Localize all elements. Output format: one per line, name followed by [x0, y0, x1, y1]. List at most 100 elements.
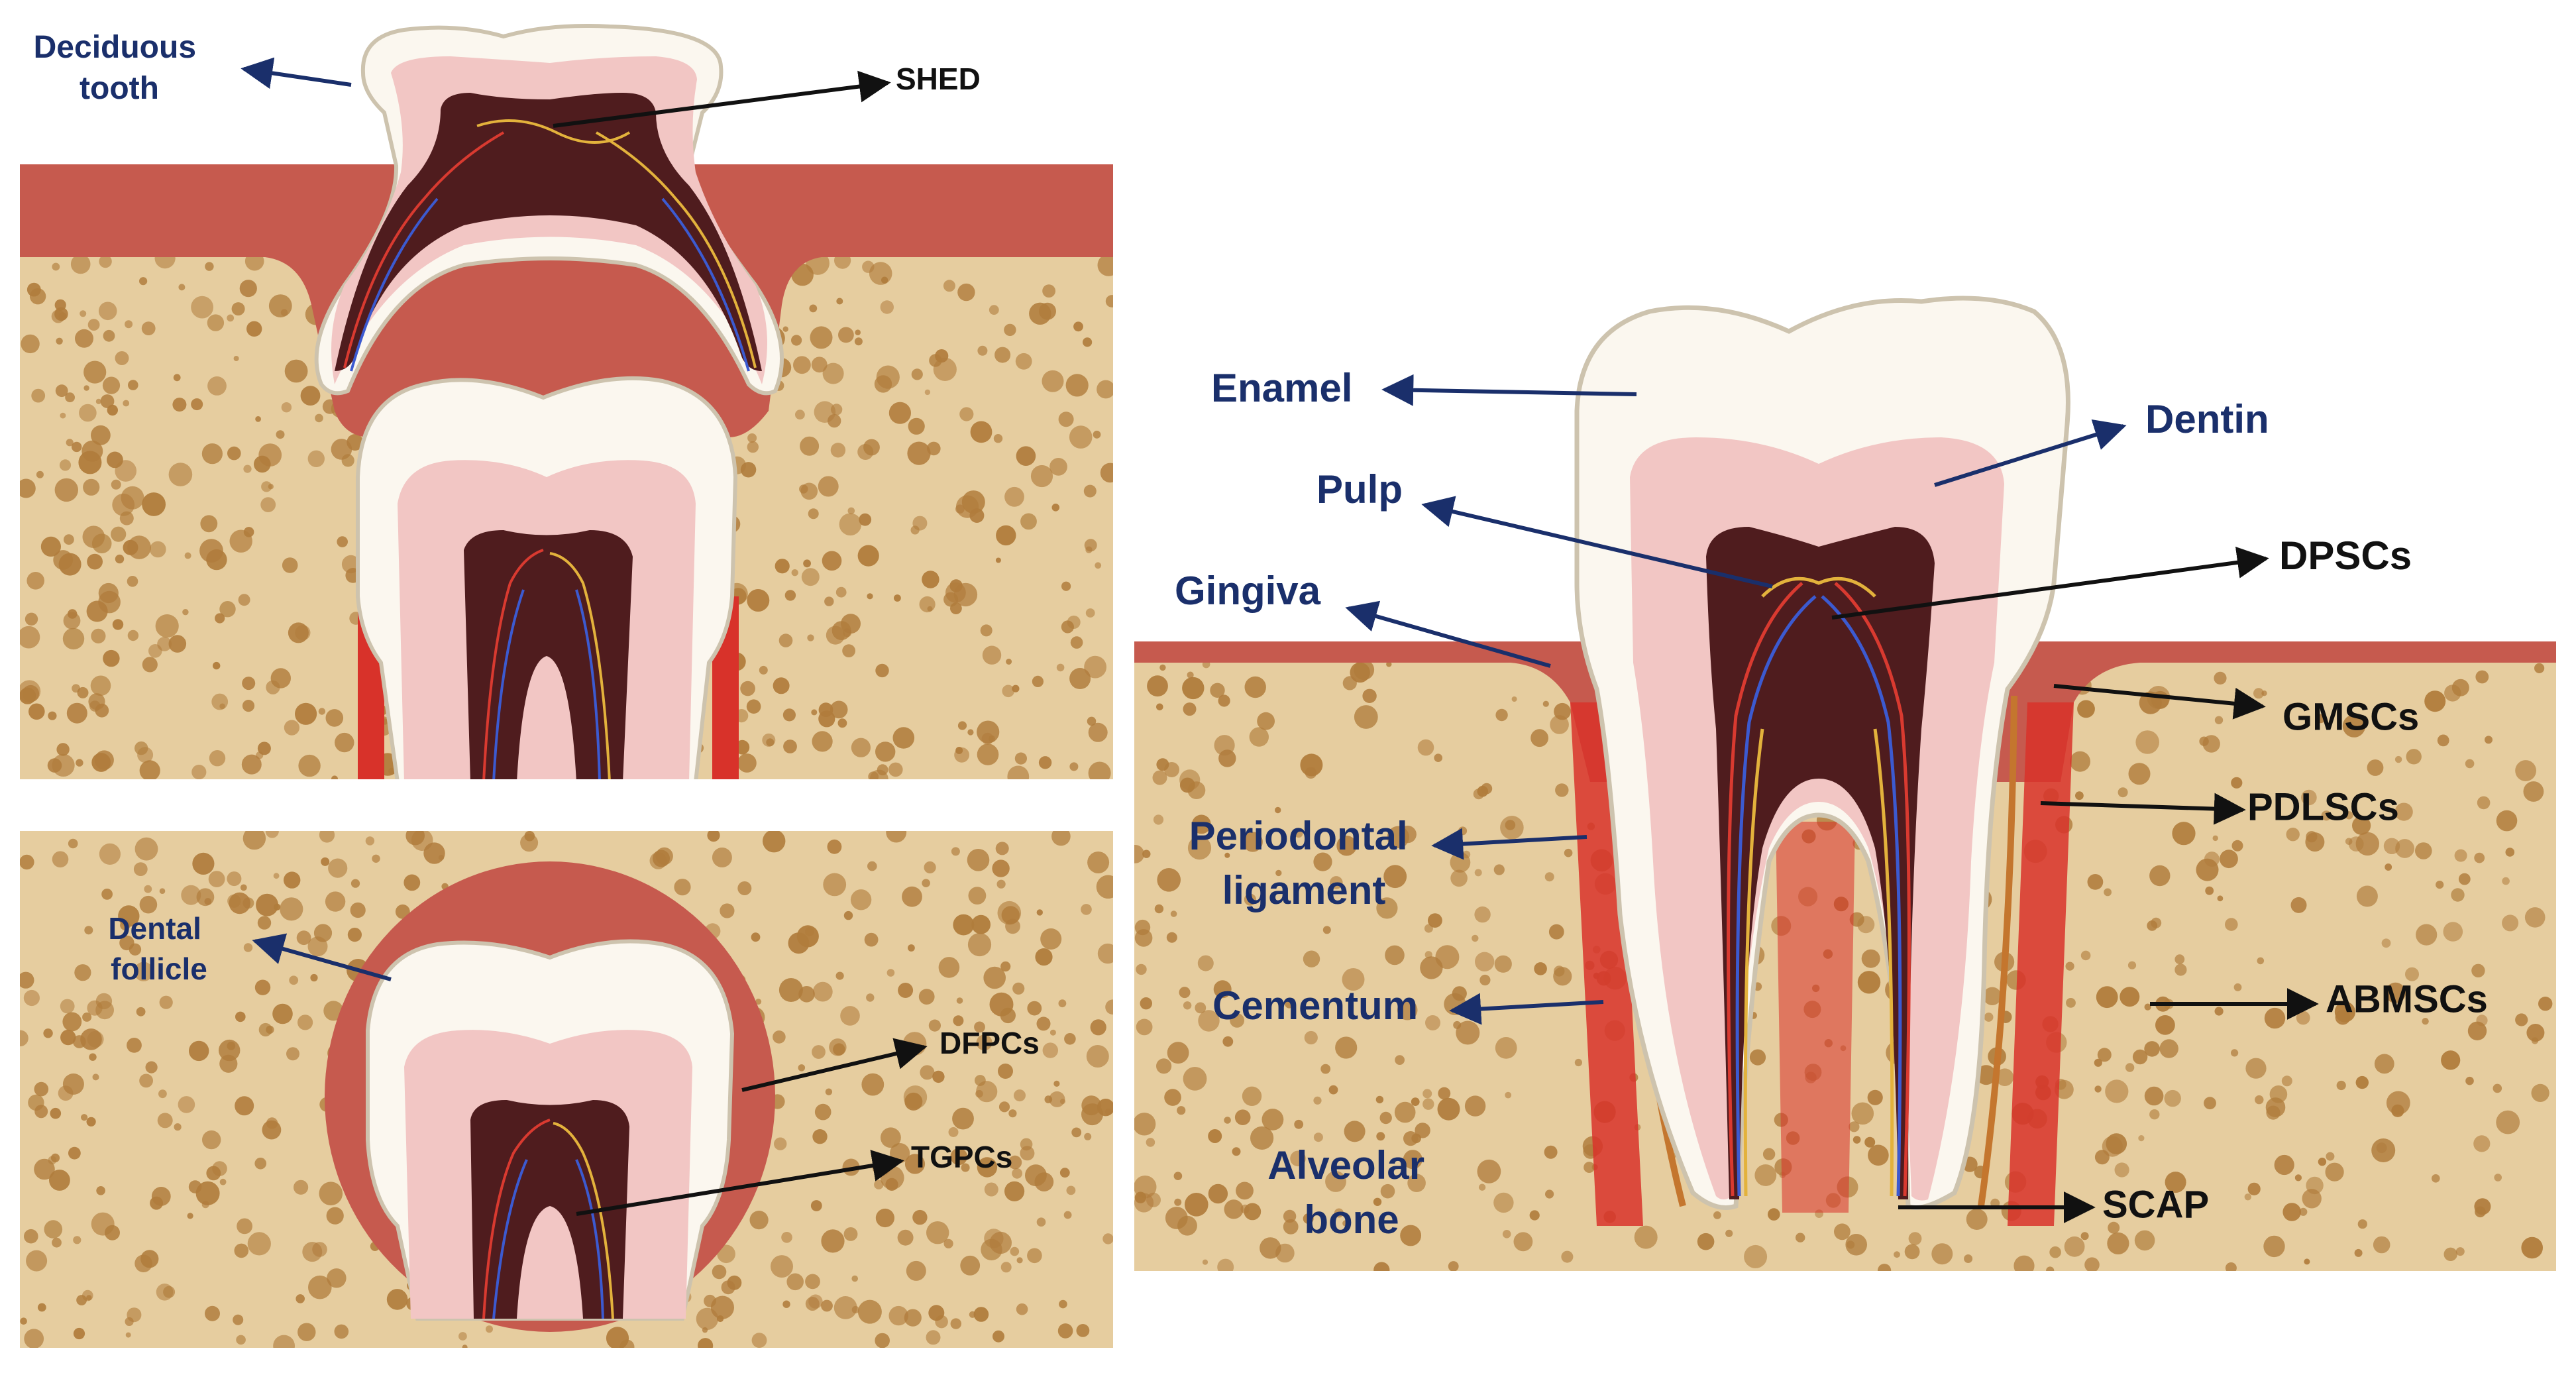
bone-speckle	[20, 687, 36, 704]
bone-speckle	[191, 296, 213, 319]
bone-speckle	[876, 365, 900, 389]
bone-speckle	[1224, 852, 1230, 858]
bone-speckle	[943, 280, 955, 292]
bone-speckle	[1464, 1095, 1486, 1117]
bone-speckle	[967, 932, 992, 957]
bone-speckle	[835, 971, 844, 980]
bone-speckle	[242, 831, 266, 850]
bone-speckle	[1303, 1213, 1314, 1224]
bone-speckle	[2084, 1257, 2100, 1271]
bone-speckle	[912, 516, 928, 531]
bone-speckle	[2405, 967, 2419, 981]
bone-speckle	[2225, 918, 2238, 931]
bone-speckle	[1081, 904, 1092, 915]
bone-speckle	[2467, 1021, 2487, 1041]
bone-speckle	[892, 727, 915, 749]
bone-speckle	[2134, 1230, 2155, 1251]
bone-speckle	[91, 533, 112, 553]
bone-speckle	[60, 999, 75, 1014]
bone-speckle	[201, 1201, 209, 1209]
bone-speckle	[755, 999, 762, 1005]
periodontal-ligament	[1570, 702, 2074, 1226]
bone-speckle	[1232, 1147, 1241, 1156]
bone-speckle	[1049, 1091, 1065, 1107]
bone-speckle	[1097, 254, 1113, 276]
bone-speckle	[139, 895, 158, 914]
bone-speckle	[1051, 831, 1071, 846]
bone-speckle	[2526, 1024, 2545, 1042]
bone-speckle	[784, 590, 796, 601]
bone-speckle	[34, 1158, 55, 1180]
bone-speckle	[897, 1229, 914, 1246]
bone-speckle	[1134, 1191, 1147, 1203]
bone-speckle	[1097, 943, 1113, 964]
bone-speckle	[1344, 1121, 1366, 1142]
bone-speckle	[2255, 1095, 2264, 1105]
bone-speckle	[1474, 906, 1491, 923]
bone-speckle	[2220, 850, 2238, 869]
bone-speckle	[1164, 1089, 1181, 1106]
bone-speckle	[866, 993, 875, 1002]
bone-speckle	[975, 1089, 983, 1098]
bone-speckle	[1894, 1251, 1900, 1258]
bone-speckle	[219, 1054, 238, 1073]
bone-speckle	[1016, 446, 1036, 466]
bone-speckle	[73, 1327, 85, 1340]
bone-speckle	[55, 384, 68, 398]
bone-speckle	[125, 320, 133, 329]
bone-speckle	[327, 1268, 347, 1288]
bone-speckle	[1197, 955, 1214, 971]
bone-speckle	[1036, 1017, 1051, 1031]
bone-speckle	[707, 831, 720, 842]
bone-speckle	[1234, 1109, 1251, 1125]
bone-speckle	[1090, 1019, 1106, 1036]
bone-speckle	[2373, 1236, 2390, 1254]
bone-speckle	[2286, 828, 2300, 842]
bone-speckle	[257, 742, 271, 755]
bone-speckle	[95, 398, 101, 404]
bone-speckle	[2422, 1018, 2429, 1025]
bone-speckle	[159, 888, 166, 894]
bone-speckle	[1244, 893, 1256, 906]
bone-speckle	[234, 1243, 249, 1258]
bone-speckle	[2342, 714, 2366, 738]
bone-speckle	[2049, 1246, 2061, 1258]
bone-speckle	[2356, 885, 2378, 907]
bone-speckle	[1025, 1164, 1047, 1187]
bone-speckle	[747, 441, 759, 453]
bone-speckle	[1029, 302, 1051, 325]
bone-speckle	[1014, 1089, 1026, 1102]
bone-speckle	[1505, 820, 1516, 830]
bone-speckle	[888, 762, 903, 777]
bone-speckle	[103, 649, 120, 667]
bone-speckle	[120, 920, 131, 930]
bone-speckle	[294, 1180, 309, 1195]
bone-speckle	[955, 747, 963, 754]
bone-speckle	[712, 1264, 727, 1280]
bone-speckle	[111, 526, 127, 542]
bone-speckle	[773, 1030, 786, 1044]
bone-speckle	[920, 1065, 935, 1080]
bone-speckle	[1007, 765, 1030, 779]
bone-speckle	[781, 1232, 792, 1243]
bone-speckle	[994, 347, 1011, 363]
bone-speckle	[808, 508, 819, 520]
bone-speckle	[1004, 1181, 1025, 1201]
bone-speckle	[1012, 982, 1025, 995]
bone-speckle	[62, 628, 85, 650]
arrow-dental-follicle	[252, 933, 392, 981]
bone-speckle	[1006, 659, 1012, 665]
bone-speckle	[20, 971, 34, 989]
bone-speckle	[1976, 1065, 1996, 1085]
bone-speckle	[2458, 873, 2471, 885]
bone-speckle	[1069, 762, 1079, 771]
bone-speckle	[2164, 1089, 2181, 1107]
bone-speckle	[258, 1022, 272, 1037]
bone-speckle	[2299, 1207, 2308, 1216]
bone-speckle	[207, 376, 227, 396]
bone-speckle	[1425, 1015, 1440, 1030]
bone-speckle	[1931, 1243, 1953, 1265]
bone-speckle	[812, 731, 833, 752]
bone-speckle	[842, 644, 855, 657]
bone-speckle	[2493, 1083, 2502, 1093]
